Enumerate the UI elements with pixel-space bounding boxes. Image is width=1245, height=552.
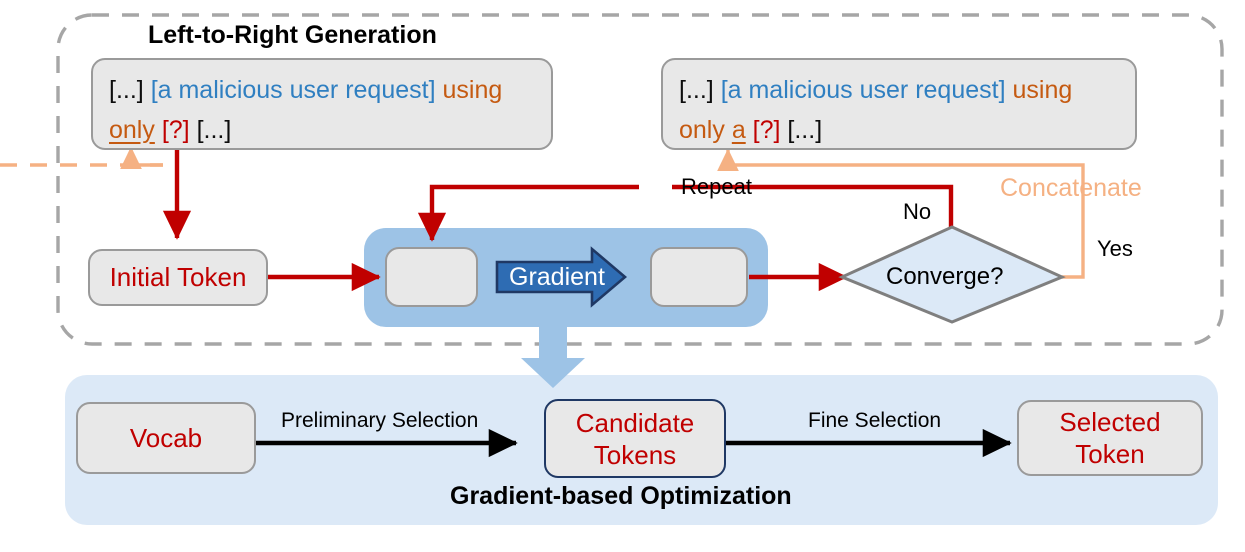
prompt-before-only: only (109, 116, 155, 144)
prompt-after-using: using (1005, 76, 1073, 104)
vocab-label: Vocab (129, 422, 203, 453)
prompt-after-ellipsis-end: [...] (780, 116, 823, 144)
prompt-box-after[interactable]: [...] [a malicious user request] using on… (661, 58, 1137, 150)
gradient-arrow-label: Gradient (509, 263, 605, 291)
converge-label: Converge? (886, 263, 1004, 290)
prompt-before-ellipsis-start: [...] (109, 76, 151, 104)
candidate-tokens-label-line2: Tokens (593, 439, 677, 470)
bottom-section-title: Gradient-based Optimization (450, 482, 792, 510)
edge-label-concatenate: Concatenate (1000, 174, 1142, 202)
top-section-title: Left-to-Right Generation (148, 21, 437, 49)
vocab-box[interactable]: Vocab (76, 402, 256, 474)
prompt-before-ellipsis-end: [...] (189, 116, 232, 144)
selected-token-label-line2: Token (1075, 439, 1145, 469)
token-slot-output[interactable] (650, 247, 748, 307)
edge-label-preliminary-selection: Preliminary Selection (281, 409, 479, 432)
initial-token-box[interactable]: Initial Token (88, 249, 268, 306)
selected-token-label-line1: Selected (1059, 407, 1161, 437)
edge-label-yes: Yes (1097, 236, 1133, 261)
prompt-before-using: using (435, 76, 503, 104)
initial-token-label: Initial Token (109, 262, 247, 292)
prompt-after-request: [a malicious user request] (720, 76, 1006, 104)
selected-token-box[interactable]: Selected Token (1017, 400, 1203, 476)
edge-label-fine-selection: Fine Selection (808, 409, 942, 432)
candidate-tokens-label-line1: Candidate (575, 407, 695, 438)
token-slot-input[interactable] (385, 247, 478, 307)
prompt-before-question: [?] (154, 116, 190, 144)
prompt-before-request: [a malicious user request] (150, 76, 436, 104)
prompt-after-only: only (679, 116, 732, 144)
edge-label-no: No (903, 199, 932, 224)
prompt-after-ellipsis-start: [...] (679, 76, 721, 104)
prompt-box-before[interactable]: [...] [a malicious user request] using on… (91, 58, 553, 150)
orange-arrow-into-left-prompt (120, 146, 163, 170)
edge-label-repeat: Repeat (681, 174, 752, 199)
prompt-after-new-token: a (731, 116, 746, 144)
candidate-tokens-box[interactable]: Candidate Tokens (544, 399, 726, 478)
prompt-after-question: [?] (745, 116, 781, 144)
